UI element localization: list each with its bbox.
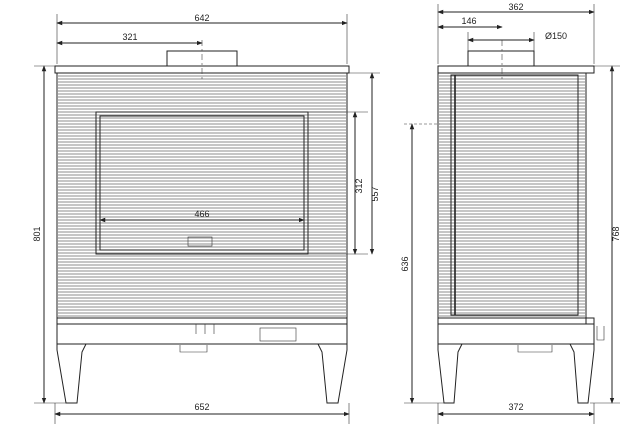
side-right-leg — [569, 343, 595, 404]
side-view: 362 146 Ø150 768 636 372 — [400, 2, 621, 424]
front-view: 642 321 801 312 557 466 652 — [32, 13, 380, 424]
front-door-frame — [95, 111, 309, 255]
side-left-leg — [437, 343, 463, 404]
dim-side-flue-center-height: 636 — [400, 256, 410, 271]
side-base-band — [437, 317, 595, 325]
dim-front-flue-offset: 321 — [122, 32, 137, 42]
side-front-panel — [450, 74, 579, 316]
front-door-handle — [187, 236, 213, 247]
dim-front-height-total: 801 — [32, 226, 42, 241]
front-plinth — [56, 323, 348, 345]
dim-front-width-top: 642 — [194, 13, 209, 23]
dim-side-flue-diameter: Ø150 — [545, 31, 567, 41]
front-ash-drawer-label — [259, 327, 297, 342]
dim-side-height-total: 768 — [611, 226, 621, 241]
dim-front-width-base: 652 — [194, 402, 209, 412]
front-right-leg — [317, 343, 348, 404]
front-fins — [58, 75, 346, 317]
front-air-control — [179, 324, 215, 353]
dim-side-depth-base: 372 — [508, 402, 523, 412]
side-top-plate — [437, 65, 595, 74]
dim-front-glass-width: 466 — [194, 209, 209, 219]
front-glass-window — [99, 115, 305, 251]
side-flue-collar — [467, 50, 535, 67]
front-base-band — [56, 317, 348, 325]
dim-front-glass-height: 312 — [354, 178, 364, 193]
front-left-leg — [56, 343, 87, 404]
dim-front-glass-top-height: 557 — [370, 186, 380, 201]
side-fins — [439, 75, 585, 317]
dim-side-depth-top: 362 — [508, 2, 523, 12]
dim-side-flue-offset: 146 — [461, 16, 476, 26]
side-air-control — [517, 326, 605, 353]
side-plinth — [437, 323, 595, 345]
